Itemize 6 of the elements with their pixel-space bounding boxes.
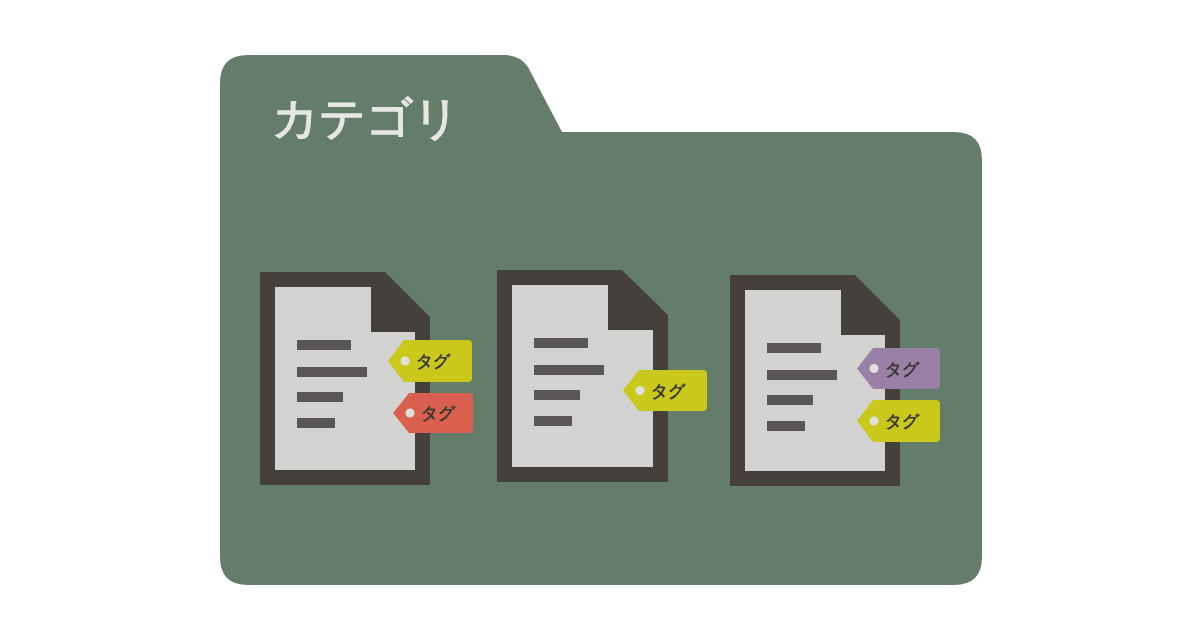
tag-text: タグ — [885, 412, 919, 430]
tag-text: タグ — [421, 404, 455, 422]
folder-title: カテゴリ — [272, 95, 460, 141]
tag-text: タグ — [416, 352, 450, 370]
tag-text: タグ — [885, 360, 919, 377]
tag-text: タグ — [651, 382, 685, 399]
